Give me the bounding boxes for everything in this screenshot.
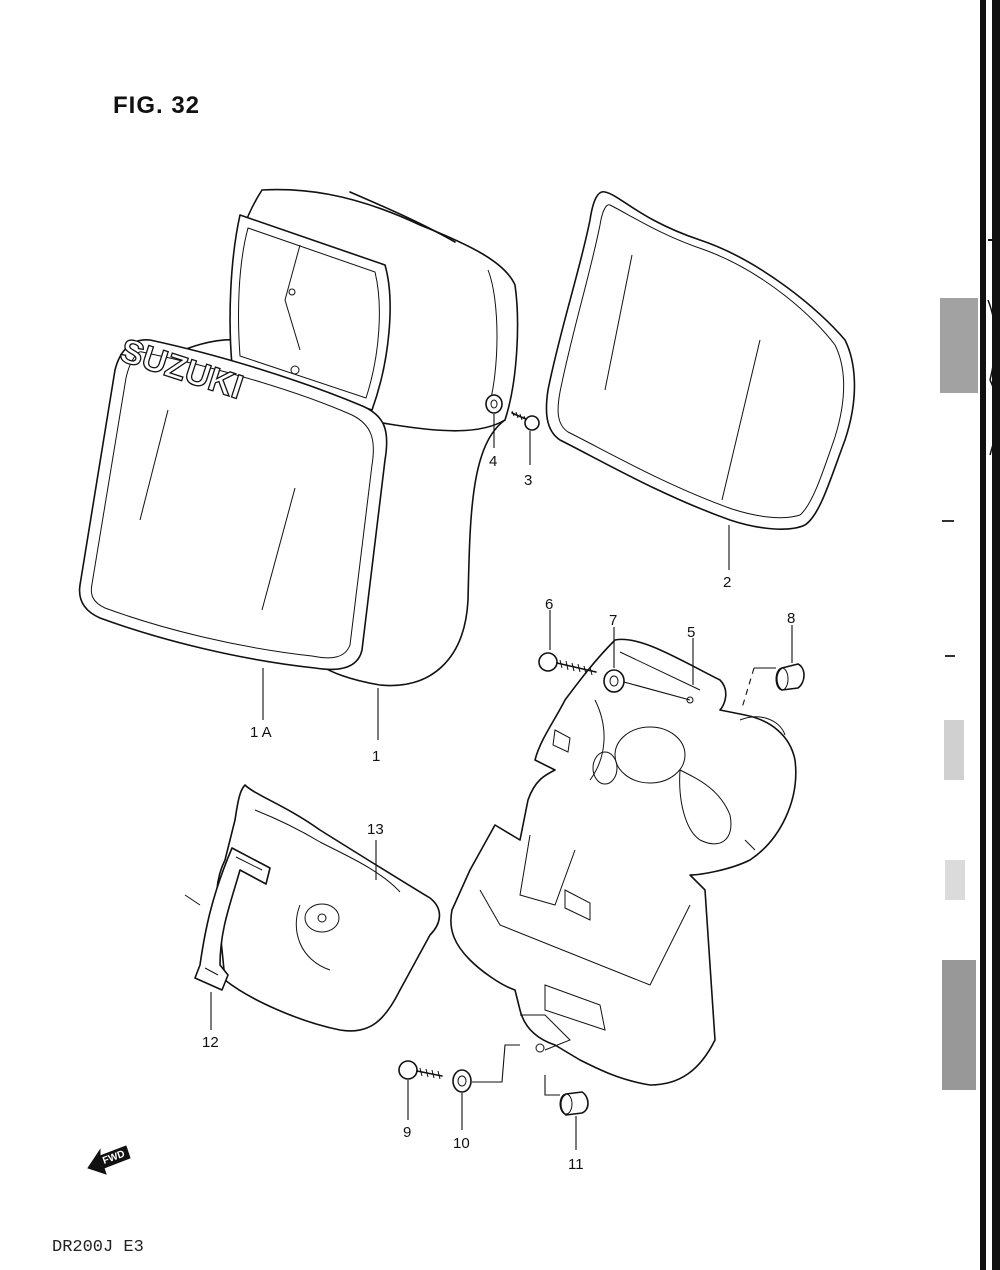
part-9-bolt: [398, 1060, 443, 1080]
callout-11: 11: [568, 1156, 584, 1173]
callout-13: 13: [367, 821, 384, 838]
callout-1: 1: [372, 748, 380, 765]
callout-7: 7: [609, 612, 617, 629]
part-3-screw: [511, 410, 540, 431]
part-2-visor: [545, 191, 856, 530]
headlight-rim: [229, 214, 391, 411]
callout-6: 6: [545, 596, 553, 613]
callout-12: 12: [202, 1034, 219, 1051]
callout-4: 4: [489, 453, 497, 470]
callout-5: 5: [687, 624, 695, 641]
scan-edge-border: [940, 0, 1000, 1270]
figure-title: FIG. 32: [113, 92, 201, 119]
callout-9: 9: [403, 1124, 411, 1141]
leader-lines: [210, 414, 793, 1150]
model-code: DR200J E3: [52, 1238, 144, 1257]
callout-labels: 1 A 1 2 3 4 5 6 7 8 9 10 11 12 13: [202, 453, 795, 1173]
part-6-bolt: [538, 652, 597, 676]
forward-arrow-icon: FWD: [87, 1145, 131, 1175]
part-12-strap: [184, 847, 271, 991]
callout-10: 10: [453, 1135, 470, 1152]
part-7-washer: [603, 669, 625, 693]
callout-1A: 1 A: [250, 724, 272, 741]
part-10-washer: [452, 1069, 472, 1093]
part-13-cover: [215, 784, 441, 1032]
part-4-washer: [485, 394, 503, 414]
callout-3: 3: [524, 472, 532, 489]
callout-2: 2: [723, 574, 731, 591]
part-8-spacer: [775, 663, 805, 691]
part-5-headlight-bracket: [450, 638, 797, 1086]
part-11-spacer: [559, 1091, 589, 1116]
callout-8: 8: [787, 610, 795, 627]
